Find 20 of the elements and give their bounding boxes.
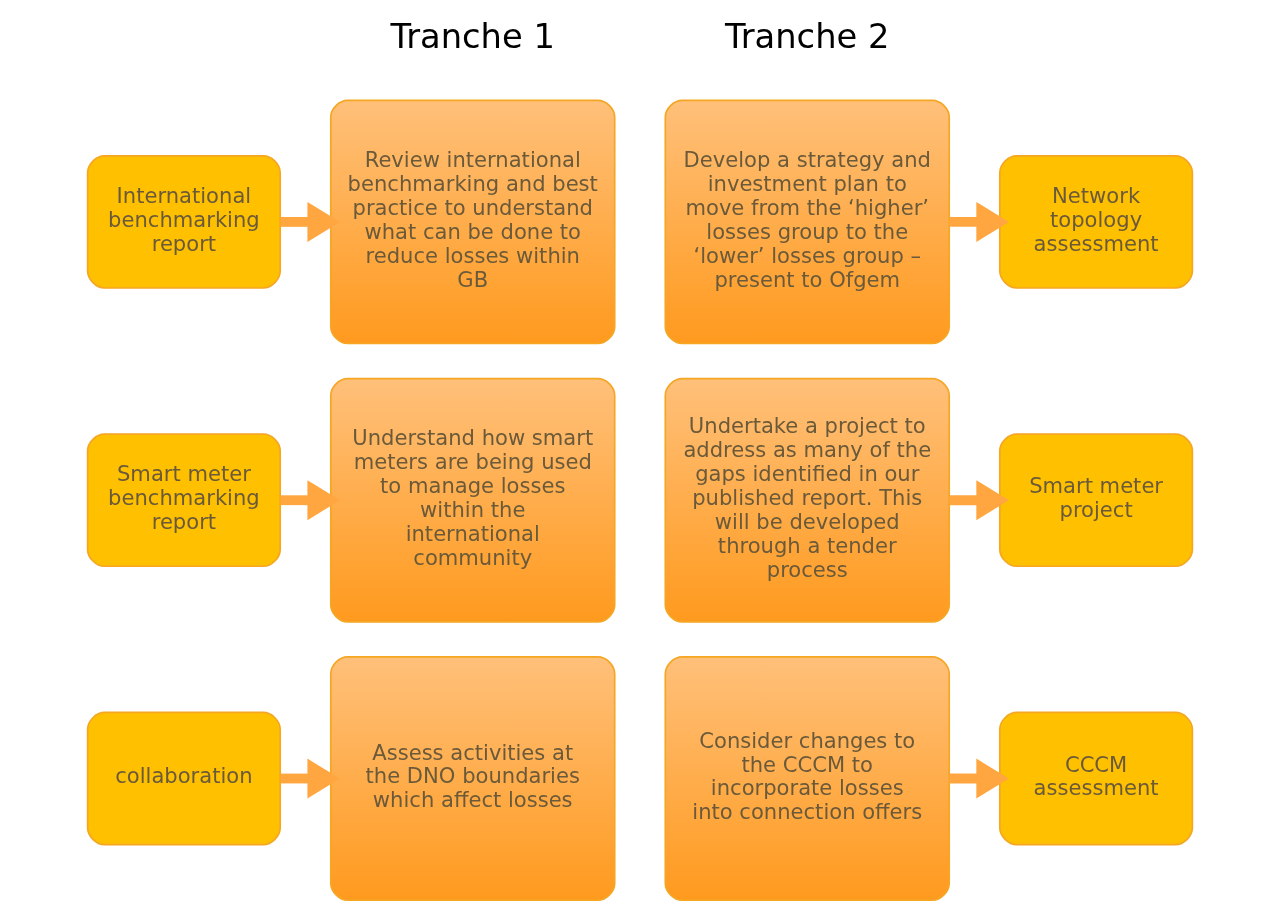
- arrow: [949, 480, 1009, 521]
- label: Tranche 1: [390, 16, 555, 56]
- node-box: International benchmarking report: [86, 155, 282, 289]
- node-box: Undertake a project to address as many of the gaps identified in our published report. This will be developed through a tender process: [664, 377, 951, 623]
- node-box: Review international benchmarking and best practice to understand what can be done to reduce losses within GB: [329, 99, 616, 345]
- arrow: [280, 758, 340, 799]
- node-box: Assess activities at the DNO boundaries which affect losses: [329, 656, 616, 901]
- arrow: [949, 758, 1009, 799]
- arrow: [949, 201, 1009, 242]
- node-box: CCCM assessment: [998, 711, 1194, 846]
- node-box: Understand how smart meters are being used to manage losses within the international community: [329, 377, 616, 623]
- label: Tranche 2: [725, 16, 890, 56]
- arrow: [280, 201, 341, 242]
- node-box: Consider changes to the CCCM to incorporate losses into connection offers: [664, 656, 951, 901]
- node-box: collaboration: [86, 711, 282, 846]
- node-box: Smart meter project: [998, 433, 1194, 568]
- arrow: [280, 480, 340, 521]
- node-box: Smart meter benchmarking report: [86, 433, 282, 568]
- node-box: Develop a strategy and investment plan to move from the ‘higher’ losses group to the ‘lower’ losses group – present to Ofgem: [664, 99, 951, 345]
- node-box: Network topology assessment: [998, 155, 1194, 289]
